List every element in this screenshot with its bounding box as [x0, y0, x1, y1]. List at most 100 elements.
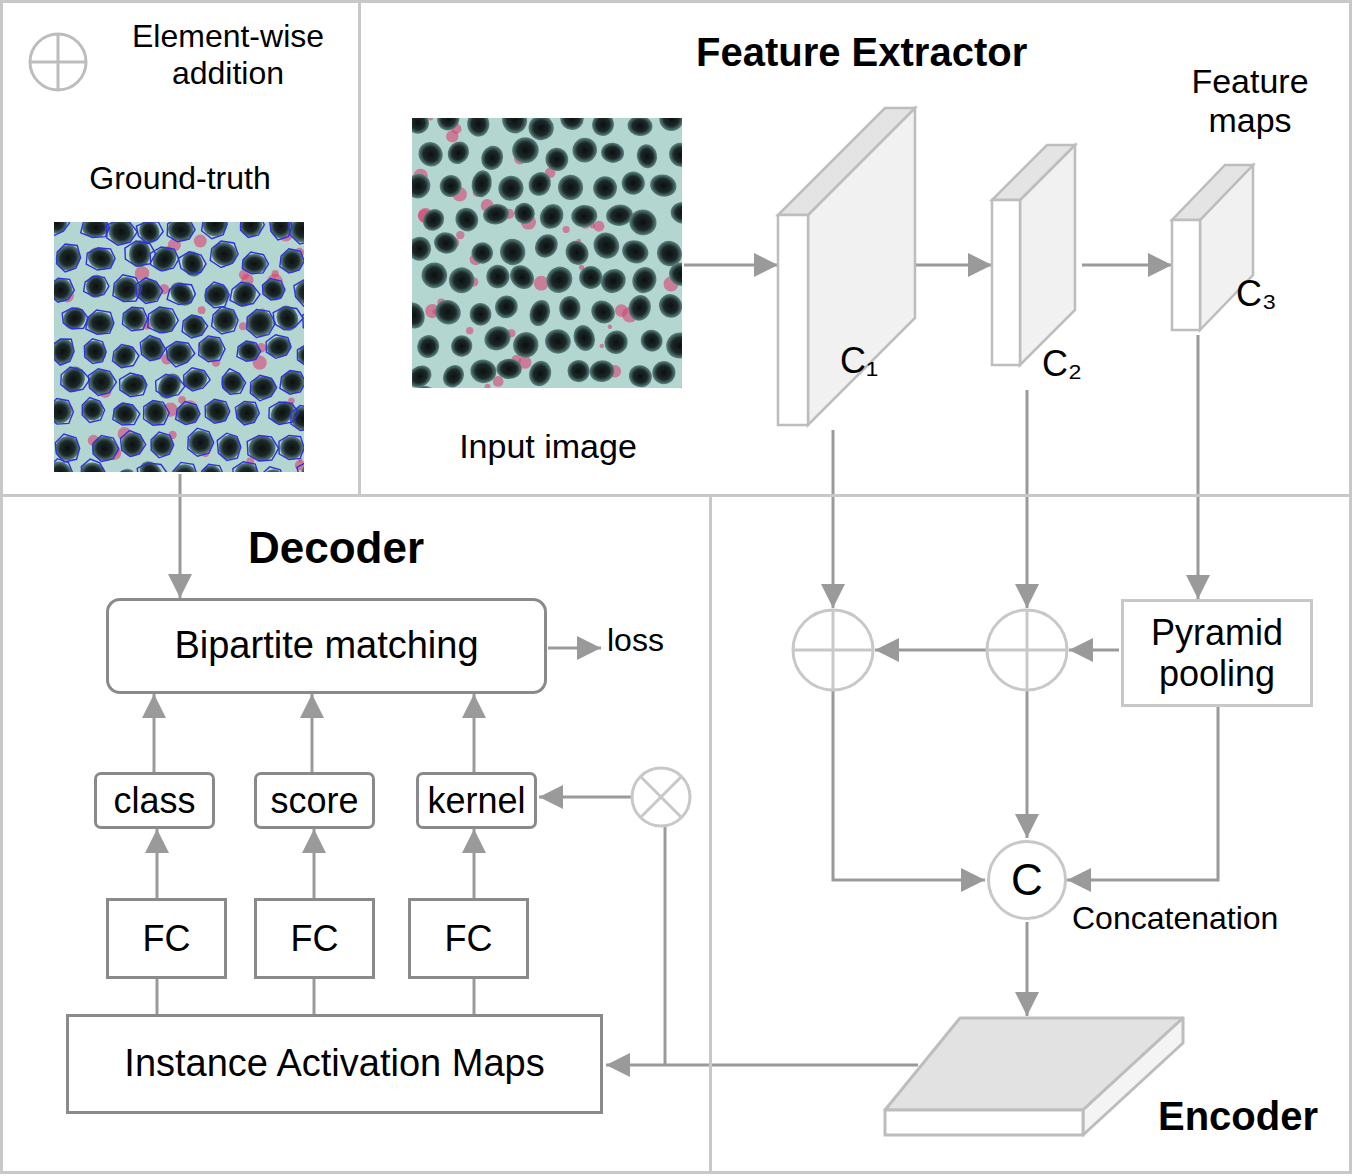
membrane-stain — [563, 226, 570, 233]
label-holder: Concatenation — [1072, 900, 1278, 937]
cell — [228, 278, 260, 312]
cell — [198, 222, 231, 240]
cell-outline — [84, 276, 109, 296]
cell-outline — [54, 399, 73, 425]
annotation-label: Feature maps — [1170, 62, 1330, 140]
wire — [664, 827, 667, 1065]
connector — [473, 694, 476, 772]
cell — [451, 204, 482, 236]
image-ground — [54, 222, 304, 472]
cell-outline — [294, 280, 304, 306]
cell-outline — [237, 341, 261, 361]
cell-outline — [280, 371, 304, 395]
cell — [412, 361, 436, 388]
cell-outline — [247, 436, 278, 462]
cell — [541, 261, 578, 298]
cell-outline — [222, 369, 245, 395]
node-label: FC — [291, 918, 339, 959]
cell-outline — [54, 278, 74, 302]
cell — [236, 222, 265, 240]
connector — [473, 979, 476, 1014]
cell — [482, 202, 511, 226]
connector — [1197, 335, 1200, 599]
cell — [596, 264, 631, 298]
node-label: C — [1011, 855, 1043, 906]
cell — [447, 331, 477, 361]
cell-outline — [291, 406, 304, 431]
cell — [432, 230, 460, 256]
cell — [587, 296, 620, 328]
cell-outline — [280, 249, 304, 273]
panel: DecoderBipartite matchingclassscorekerne… — [0, 494, 712, 1174]
cell — [166, 278, 198, 311]
output-label: loss — [607, 622, 664, 659]
cell — [526, 297, 553, 329]
cell-outline — [273, 307, 303, 330]
wire — [832, 430, 835, 608]
cell — [264, 334, 293, 361]
cell — [84, 243, 117, 273]
node-label: C₂ — [1042, 343, 1082, 384]
cell-outline — [182, 315, 208, 338]
cell — [235, 338, 263, 365]
cell — [478, 142, 507, 173]
cell — [665, 139, 682, 171]
cell — [579, 266, 602, 289]
cell-outline — [172, 462, 198, 472]
connector — [915, 264, 992, 267]
addition-symbol — [30, 34, 86, 90]
image-node: Input image — [412, 118, 684, 470]
cell — [469, 303, 491, 326]
cell — [567, 133, 602, 168]
cell-outline — [230, 282, 260, 306]
membrane-stain — [600, 344, 604, 348]
node-label: FC — [143, 918, 191, 959]
cell — [524, 168, 555, 200]
membrane-stain — [534, 276, 549, 291]
cell — [79, 460, 108, 472]
cell — [412, 300, 428, 331]
output-box: kernel — [416, 772, 537, 829]
panel-heading: Encoder — [1158, 1093, 1318, 1139]
cell — [54, 277, 74, 304]
cell — [412, 118, 430, 134]
cell-outline — [269, 402, 299, 425]
cell-outline — [176, 402, 200, 425]
cell — [208, 238, 241, 270]
cell — [111, 400, 140, 428]
cell — [588, 227, 624, 264]
cell-outline — [200, 464, 224, 472]
wire — [875, 649, 987, 652]
feature-map: C₂ — [992, 145, 1082, 385]
cell-outline — [188, 428, 214, 456]
cell-outline — [205, 399, 230, 423]
cell — [416, 257, 452, 293]
cell — [241, 305, 278, 342]
cell — [439, 361, 468, 388]
addition-symbol — [832, 610, 835, 690]
connector — [684, 264, 778, 267]
connector — [1082, 264, 1172, 267]
cell — [413, 331, 443, 361]
cell — [560, 118, 584, 130]
cell — [654, 289, 682, 322]
membrane-stain — [198, 306, 206, 314]
cell — [648, 172, 679, 200]
addition-symbol — [57, 34, 60, 90]
membrane-stain — [593, 221, 604, 232]
cell-outline — [199, 336, 225, 362]
cell — [258, 275, 289, 305]
connector — [1067, 707, 1218, 880]
cell-outline — [297, 461, 304, 472]
cell — [195, 333, 227, 366]
cell-outline — [167, 284, 195, 305]
cell-outline — [62, 308, 88, 329]
cell-outline — [297, 345, 304, 366]
cell — [412, 169, 435, 204]
cell — [589, 118, 616, 139]
cell — [278, 434, 304, 462]
wire — [548, 647, 601, 650]
cell — [109, 340, 140, 371]
cell-outline — [121, 431, 146, 457]
cell — [626, 293, 654, 324]
